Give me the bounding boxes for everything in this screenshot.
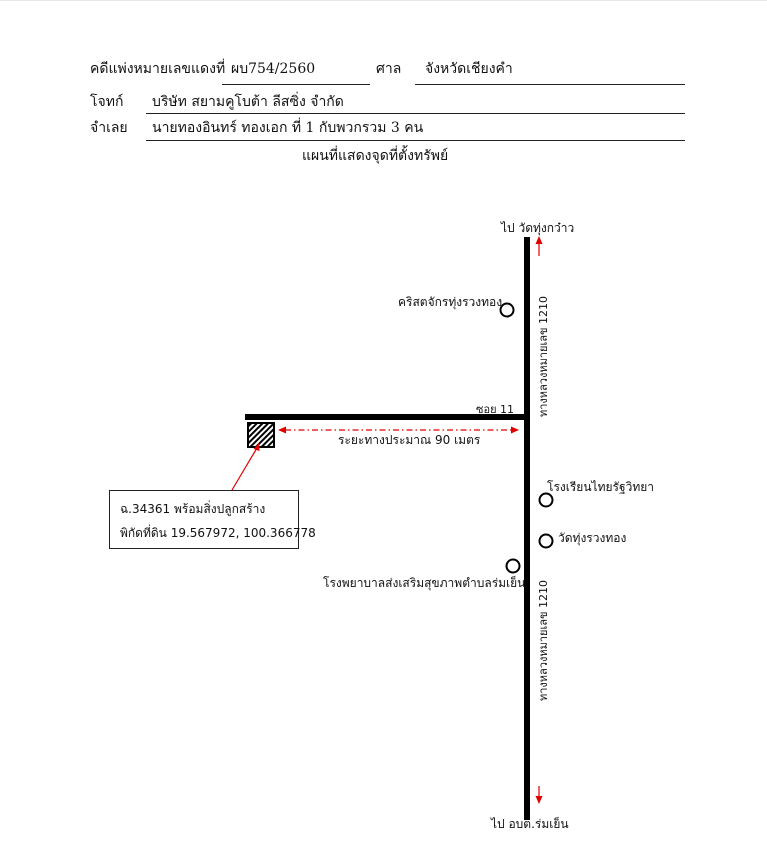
highway-label-lower: ทางหลวงหมายเลข 1210 <box>537 580 550 701</box>
school-label: โรงเรียนไทยรัฐวิทยา <box>547 480 654 494</box>
court-label: ศาล <box>376 61 402 77</box>
defendant-label: จำเลย <box>90 120 128 136</box>
case-label: คดีแพ่งหมายเลขแดงที่ <box>90 61 226 77</box>
court-name: จังหวัดเชียงคำ <box>425 61 513 77</box>
highway-road <box>524 237 530 820</box>
pointer-arrow-icon <box>231 443 260 491</box>
case-number: ผบ754/2560 <box>231 61 316 77</box>
soi-road <box>245 414 527 420</box>
property-title-deed: ฉ.34361 พร้อมสิ่งปลูกสร้าง <box>120 502 266 516</box>
distance-label: ระยะทางประมาณ 90 เมตร <box>338 433 481 447</box>
highway-label-upper: ทางหลวงหมายเลข 1210 <box>537 296 550 417</box>
hospital-landmark-icon <box>505 558 521 574</box>
plaintiff-underline <box>146 113 685 114</box>
top-border <box>0 0 767 1</box>
defendant-underline <box>146 140 685 141</box>
south-destination-label: ไป อบต.ร่มเย็น <box>491 817 569 831</box>
plaintiff-name: บริษัท สยามคูโบต้า ลีสซิ่ง จำกัด <box>152 94 344 110</box>
temple-label: วัดทุ่งรวงทอง <box>558 531 627 545</box>
plaintiff-label: โจทก์ <box>90 94 124 110</box>
hospital-label: โรงพยาบาลส่งเสริมสุขภาพตำบลร่มเย็น <box>323 576 526 590</box>
school-landmark-icon <box>538 492 554 508</box>
court-name-underline <box>415 84 685 85</box>
case-number-underline <box>222 84 370 85</box>
soi-label: ซอย 11 <box>476 403 515 416</box>
north-destination-label: ไป วัดทุ่งกว๋าว <box>501 221 575 235</box>
distance-arrow-icon <box>278 426 519 434</box>
church-label: คริสตจักรทุ่งรวงทอง <box>398 295 503 309</box>
map-title: แผนที่แสดงจุดที่ตั้งทรัพย์ <box>302 148 449 164</box>
property-marker <box>247 422 275 448</box>
defendant-name: นายทองอินทร์ ทองเอก ที่ 1 กับพวกรวม 3 คน <box>152 120 424 136</box>
north-arrow-icon <box>535 236 543 256</box>
church-landmark-icon <box>499 302 515 318</box>
property-info-box: ฉ.34361 พร้อมสิ่งปลูกสร้าง พิกัดที่ดิน 1… <box>109 490 316 549</box>
south-arrow-icon <box>535 786 543 804</box>
temple-landmark-icon <box>538 533 554 549</box>
property-coordinates: พิกัดที่ดิน 19.567972, 100.366778 <box>120 526 316 540</box>
